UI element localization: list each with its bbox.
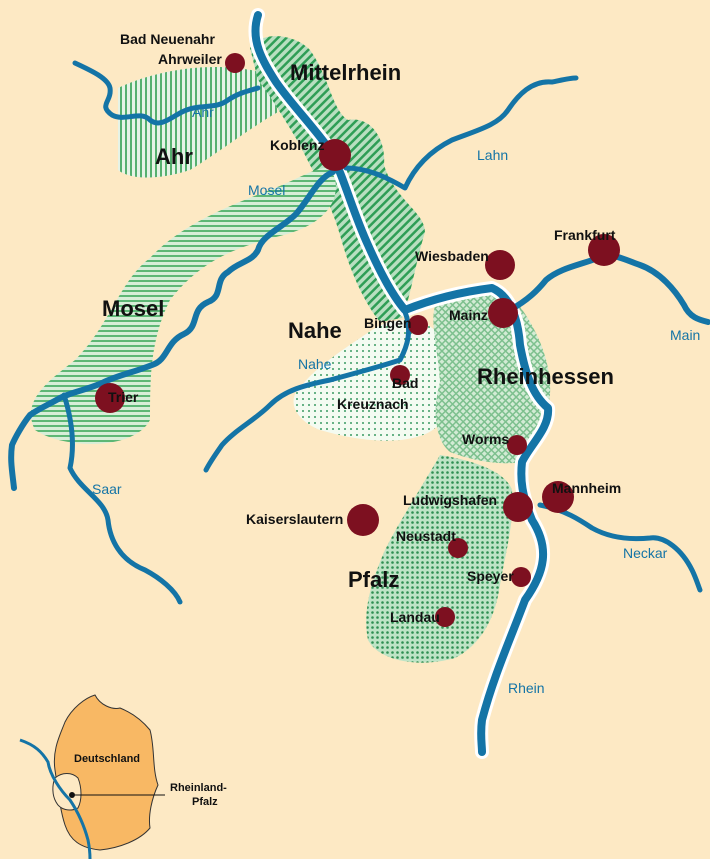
city-label-bad-kreuznach-line2: Kreuznach <box>337 396 409 412</box>
rheinland-pfalz-shape <box>52 773 82 811</box>
city-label-mannheim: Mannheim <box>552 480 621 496</box>
city-label-ludwigshafen: Ludwigshafen <box>403 492 497 508</box>
city-dot-ludwigshafen <box>503 492 533 522</box>
region-labels: Mittelrhein Ahr Mosel Nahe Rheinhessen P… <box>102 60 614 592</box>
city-label-bad-kreuznach-line1: Bad <box>392 375 418 391</box>
city-label-frankfurt: Frankfurt <box>554 227 616 243</box>
river-label-rhein: Rhein <box>508 680 545 696</box>
city-label-worms: Worms <box>462 431 509 447</box>
city-dot-kaiserslautern <box>347 504 379 536</box>
river-label-main: Main <box>670 327 700 343</box>
city-dot-neustadt <box>448 538 468 558</box>
region-area-nahe <box>293 319 457 441</box>
river-main <box>507 252 710 325</box>
city-label-mainz: Mainz <box>449 307 488 323</box>
river-label-ahr: Ahr <box>192 104 214 120</box>
germany-shape <box>53 694 159 851</box>
city-label-trier: Trier <box>108 389 139 405</box>
city-markers <box>95 53 620 627</box>
river-label-nahe: Nahe <box>298 356 332 372</box>
region-label-pfalz: Pfalz <box>348 567 399 592</box>
river-label-lahn: Lahn <box>477 147 508 163</box>
region-area-ahr <box>118 66 278 178</box>
city-label-koblenz: Koblenz <box>270 137 324 153</box>
city-dot-bingen <box>408 315 428 335</box>
city-dot-bad-neuenahr <box>225 53 245 73</box>
city-label-neustadt: Neustadt <box>396 528 456 544</box>
inset-label-deutschland: Deutschland <box>74 753 140 765</box>
river-label-neckar: Neckar <box>623 545 668 561</box>
river-nahe <box>203 309 412 473</box>
river-labels: Ahr Mosel Lahn Main Nahe Saar Neckar Rhe… <box>92 104 700 696</box>
region-label-rheinhessen: Rheinhessen <box>477 364 614 389</box>
city-dot-worms <box>507 435 527 455</box>
inset-label-rlp-line1: Rheinland- <box>170 782 227 794</box>
river-neckar <box>537 502 703 593</box>
city-labels: Bad Neuenahr Ahrweiler Koblenz Wiesbaden… <box>108 31 621 625</box>
river-lahn <box>343 75 579 191</box>
city-dot-wiesbaden <box>485 250 515 280</box>
city-label-wiesbaden: Wiesbaden <box>415 248 489 264</box>
city-label-kaiserslautern: Kaiserslautern <box>246 511 343 527</box>
city-label-speyer: Speyer <box>467 568 514 584</box>
city-dot-landau <box>435 607 455 627</box>
region-area-pfalz <box>366 455 513 663</box>
city-dot-mainz <box>488 298 518 328</box>
region-label-ahr: Ahr <box>155 144 193 169</box>
river-label-saar: Saar <box>92 481 122 497</box>
city-label-bad-neuenahr-line2: Ahrweiler <box>158 51 222 67</box>
inset-label-rlp-line2: Pfalz <box>192 796 218 808</box>
city-dot-koblenz <box>319 139 351 171</box>
city-dot-frankfurt <box>588 234 620 266</box>
city-dot-mannheim <box>542 481 574 513</box>
river-saar <box>61 392 183 605</box>
city-dot-speyer <box>511 567 531 587</box>
city-label-landau: Landau <box>390 609 440 625</box>
city-label-bingen: Bingen <box>364 315 411 331</box>
city-dot-bad-kreuznach <box>390 365 410 385</box>
inset-pointer-dot <box>69 792 75 798</box>
region-label-nahe: Nahe <box>288 318 342 343</box>
region-label-mosel: Mosel <box>102 296 164 321</box>
river-ahr <box>72 60 261 126</box>
germany-inset: Deutschland Rheinland- Pfalz <box>19 694 227 859</box>
city-dot-trier <box>95 383 125 413</box>
inset-rhein <box>19 738 92 859</box>
city-label-bad-neuenahr-line1: Bad Neuenahr <box>120 31 215 47</box>
river-mosel <box>8 169 336 491</box>
region-label-mittelrhein: Mittelrhein <box>290 60 401 85</box>
region-area-mosel <box>30 167 336 444</box>
river-label-mosel: Mosel <box>248 182 285 198</box>
